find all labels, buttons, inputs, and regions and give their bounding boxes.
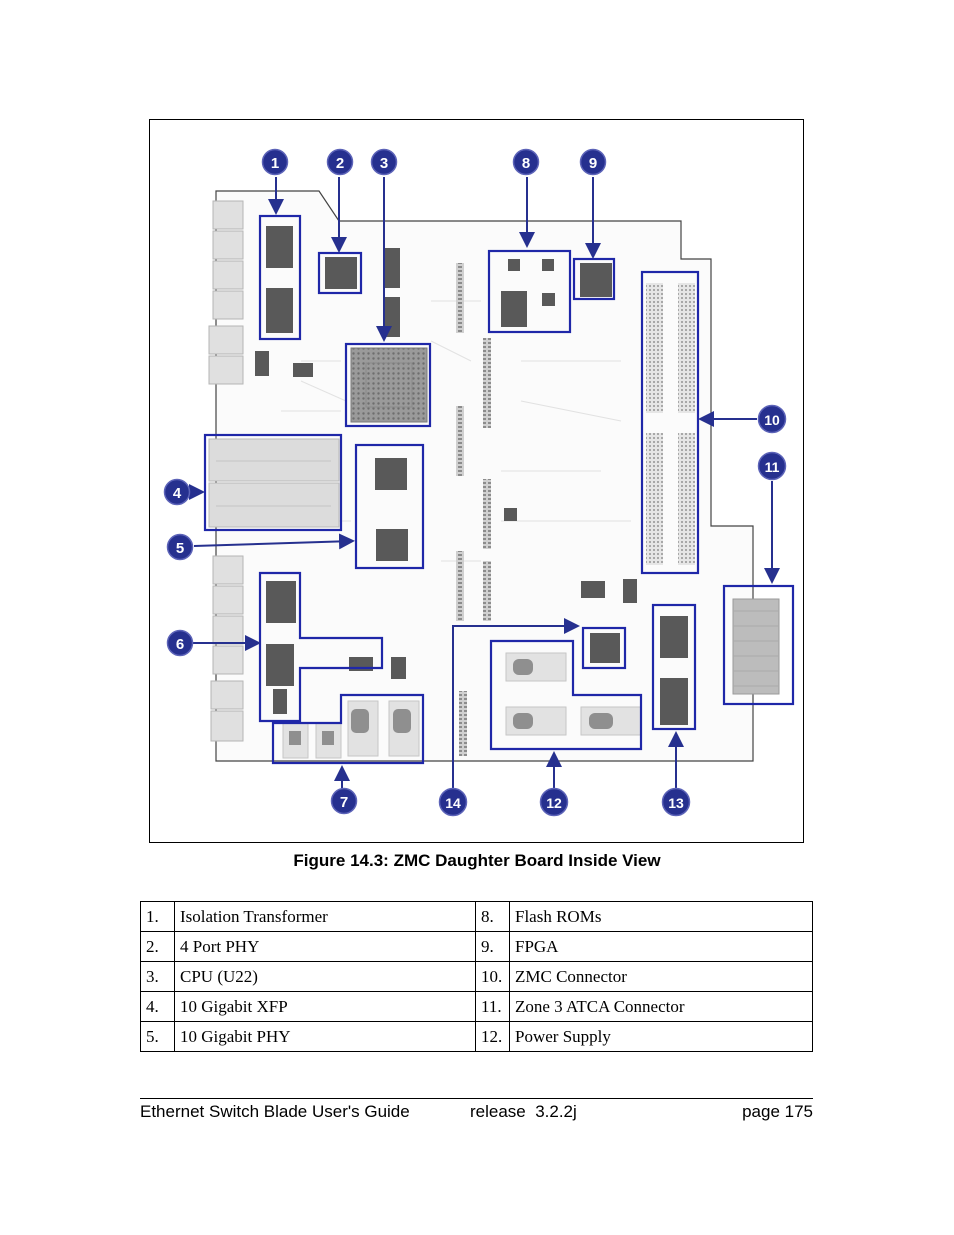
callout-13: 13 [668,795,684,811]
legend-label: 10 Gigabit PHY [174,1021,476,1052]
footer-rule [140,1098,813,1099]
legend-number: 10. [475,961,510,992]
legend-table: 1. Isolation Transformer 8. Flash ROMs 2… [140,901,813,1052]
legend-label: Zone 3 ATCA Connector [509,991,813,1022]
callout-circles [163,148,787,817]
table-row: 2. 4 Port PHY 9. FPGA [140,931,813,962]
board-diagram: 1 2 3 4 5 6 7 8 9 10 11 12 13 14 [163,148,795,817]
table-row: 1. Isolation Transformer 8. Flash ROMs [140,901,813,932]
zmc-connector-pins [646,283,695,565]
figure-frame: 1 2 3 4 5 6 7 8 9 10 11 12 13 14 [149,119,804,843]
pin-strips [456,263,491,756]
pcb-outline [215,190,754,762]
callout-10: 10 [764,412,780,428]
legend-number: 11. [475,991,510,1022]
footer-page-number: page 175 [742,1102,813,1121]
figure-caption: Figure 14.3: ZMC Daughter Board Inside V… [293,851,661,870]
callout-6: 6 [176,636,184,653]
legend-number: 2. [140,931,175,962]
callout-1: 1 [271,155,279,172]
legend-label: FPGA [509,931,813,962]
legend-label: 4 Port PHY [174,931,476,962]
cpu-chip [350,347,428,423]
legend-number: 3. [140,961,175,992]
legend-label: ZMC Connector [509,961,813,992]
callout-arrows [189,177,780,788]
callout-12: 12 [546,795,562,811]
callout-7: 7 [340,794,348,811]
legend-number: 5. [140,1021,175,1052]
callout-9: 9 [589,155,597,172]
rj-connectors-bottom [210,555,244,742]
callout-3: 3 [380,155,388,172]
legend-number: 4. [140,991,175,1022]
footer-title: Ethernet Switch Blade User's Guide [140,1102,410,1121]
chips [255,226,688,725]
table-row: 3. CPU (U22) 10. ZMC Connector [140,961,813,992]
legend-label: Power Supply [509,1021,813,1052]
legend-number: 12. [475,1021,510,1052]
rj-connectors-top [208,200,244,385]
legend-label: Isolation Transformer [174,901,476,932]
callout-11: 11 [765,459,780,475]
legend-label: Flash ROMs [509,901,813,932]
callout-5: 5 [176,540,184,557]
legend-label: CPU (U22) [174,961,476,992]
legend-number: 1. [140,901,175,932]
callout-8: 8 [522,155,530,172]
callout-4: 4 [173,485,182,502]
zone3-connector [732,598,780,695]
xfp-cages [208,438,340,528]
legend-number: 8. [475,901,510,932]
legend-label: 10 Gigabit XFP [174,991,476,1022]
footer-release: release 3.2.2j [470,1102,577,1121]
legend-number: 9. [475,931,510,962]
callout-2: 2 [336,155,344,172]
table-row: 5. 10 Gigabit PHY 12. Power Supply [140,1021,813,1052]
callout-14: 14 [445,795,461,811]
table-row: 4. 10 Gigabit XFP 11. Zone 3 ATCA Connec… [140,991,813,1022]
